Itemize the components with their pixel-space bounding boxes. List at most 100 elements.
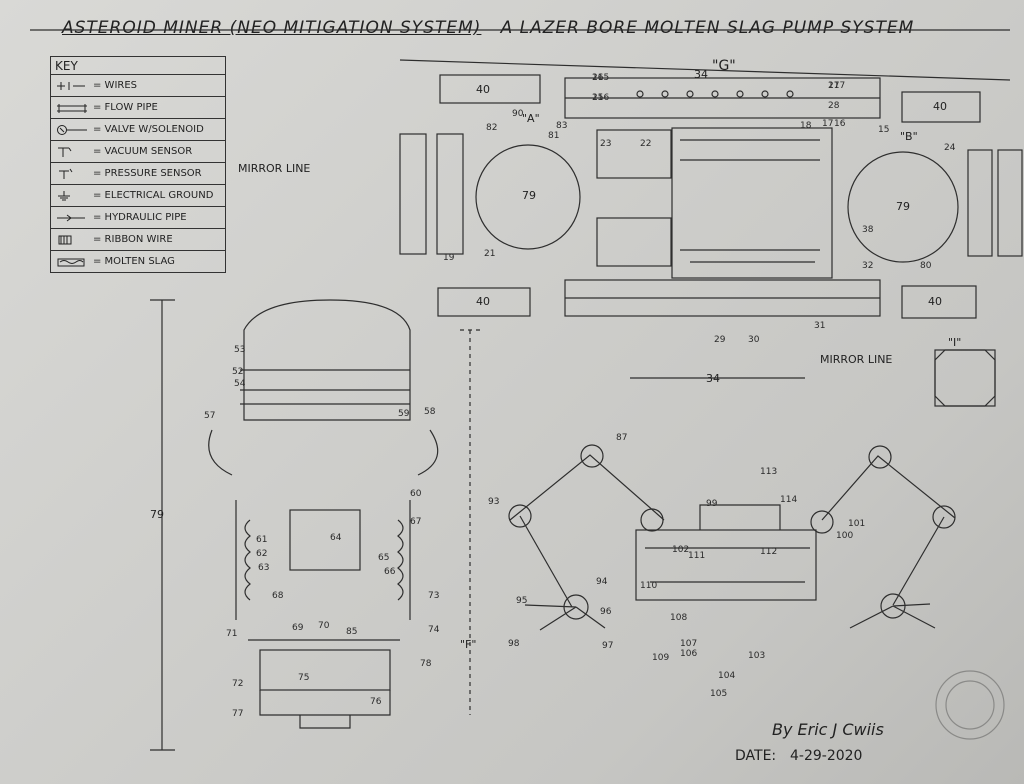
side-panel-r2 xyxy=(997,149,1023,257)
pressure-sensor-icon xyxy=(59,168,73,179)
part-number-97: 97 xyxy=(602,641,613,651)
part-number-98: 98 xyxy=(508,639,520,649)
part-number-68: 68 xyxy=(272,591,284,601)
part-number-70: 70 xyxy=(318,621,330,631)
part-number-59: 59 xyxy=(398,409,410,419)
legend-label: = RIBBON WIRE xyxy=(93,234,173,245)
part-number-63: 63 xyxy=(258,563,269,573)
legend-label: = HYDRAULIC PIPE xyxy=(93,212,187,223)
part-number-29: 29 xyxy=(714,335,726,345)
part-number-111: 111 xyxy=(688,551,705,561)
robotic-arm-right xyxy=(810,445,956,629)
side-panel-r1 xyxy=(967,149,993,257)
date-label: DATE: xyxy=(735,748,777,764)
legend-item-valve: = VALVE W/SOLENOID xyxy=(51,119,225,141)
legend-item-slag: = MOLTEN SLAG xyxy=(51,251,225,272)
part-number-67: 67 xyxy=(410,517,421,527)
box-40-top-left xyxy=(439,74,541,104)
side-panel-l2 xyxy=(436,133,464,255)
box-40-label: 40 xyxy=(933,100,947,113)
part-number-96: 96 xyxy=(600,607,612,617)
title-part-2: A LAZER BORE MOLTEN SLAG PUMP SYSTEM xyxy=(500,18,915,38)
view-a-label: "A" xyxy=(522,112,540,125)
view-b-label: "B" xyxy=(900,130,918,143)
part-number-64: 64 xyxy=(330,533,342,543)
part-79-label: 79 xyxy=(522,189,536,202)
part-number-93: 93 xyxy=(488,497,499,507)
part-number-60: 60 xyxy=(410,489,422,499)
part-number-83: 83 xyxy=(556,121,567,131)
legend-label: = PRESSURE SENSOR xyxy=(93,168,202,179)
legend-label: = FLOW PIPE xyxy=(93,102,158,113)
part-number-71: 71 xyxy=(226,629,237,639)
dimension-79-line xyxy=(150,299,175,751)
side-panel-l1 xyxy=(399,133,427,255)
part-number-61: 61 xyxy=(256,535,267,545)
view-i-label: "I" xyxy=(948,336,962,349)
part-number-31: 31 xyxy=(814,321,825,331)
date-value: 4-29-2020 xyxy=(790,748,863,764)
dimension-34-label: 34 xyxy=(706,372,720,385)
box-40-bottom-left xyxy=(437,287,531,317)
part-number-94: 94 xyxy=(596,577,608,587)
part-number-102: 102 xyxy=(672,545,689,555)
mirror-line-label-1: MIRROR LINE xyxy=(238,162,311,175)
part-number-15: 15 xyxy=(878,125,889,135)
ground-icon xyxy=(58,190,70,200)
part-number-82: 82 xyxy=(486,123,497,133)
part-number-95: 95 xyxy=(516,596,527,606)
box-40-bottom-right xyxy=(901,285,977,319)
legend-item-ribbon: = RIBBON WIRE xyxy=(51,229,225,251)
part-number-87: 87 xyxy=(616,433,627,443)
part-number-26: 26 xyxy=(592,73,604,83)
part-number-30: 30 xyxy=(748,335,760,345)
stamp-seal xyxy=(935,670,1005,740)
part-number-101: 101 xyxy=(848,519,865,529)
view-g-label: "G" xyxy=(712,58,736,74)
block-23-22-top xyxy=(596,129,672,179)
part-number-28: 28 xyxy=(828,101,840,111)
part-number-107: 107 xyxy=(680,639,697,649)
part-number-103: 103 xyxy=(748,651,765,661)
part-number-115: 115 xyxy=(592,73,609,83)
part-number-99: 99 xyxy=(706,499,718,509)
part-number-90: 90 xyxy=(512,109,524,119)
part-number-18: 18 xyxy=(800,121,812,131)
part-number-81: 81 xyxy=(548,131,559,141)
part-number-25: 25 xyxy=(592,93,603,103)
legend-item-pressure: = PRESSURE SENSOR xyxy=(51,163,225,185)
legend-label: = ELECTRICAL GROUND xyxy=(93,190,214,201)
part-number-80: 80 xyxy=(920,261,932,271)
part-number-114: 114 xyxy=(780,495,797,505)
part-number-19: 19 xyxy=(443,253,455,263)
side-view-assembly xyxy=(208,299,439,729)
part-number-117: 117 xyxy=(828,81,845,91)
box-40-label: 40 xyxy=(928,295,942,308)
legend-item-hydraulic: = HYDRAULIC PIPE xyxy=(51,207,225,229)
part-number-116: 116 xyxy=(592,93,609,103)
part-number-108: 108 xyxy=(670,613,687,623)
part-number-73: 73 xyxy=(428,591,439,601)
robotic-arm-left xyxy=(508,444,665,631)
part-number-113: 113 xyxy=(760,467,777,477)
part-number-57: 57 xyxy=(204,411,215,421)
box-40-label: 40 xyxy=(476,295,490,308)
legend-item-ground: = ELECTRICAL GROUND xyxy=(51,185,225,207)
block-23-22-bottom xyxy=(596,217,672,267)
part-number-17: 17 xyxy=(822,119,833,129)
octagon-detail-i xyxy=(934,349,996,407)
part-number-52: 52 xyxy=(232,367,243,377)
part-number-16: 16 xyxy=(834,119,846,129)
hydraulic-pipe-icon xyxy=(57,214,85,221)
box-40-top-right xyxy=(901,91,981,123)
central-pump-unit xyxy=(671,127,833,279)
legend-heading: KEY xyxy=(51,57,225,75)
part-number-21: 21 xyxy=(484,249,495,259)
title-part-1: ASTEROID MINER (NEO MITIGATION SYSTEM) xyxy=(62,18,482,38)
dimension-f-label: "F" xyxy=(460,638,477,651)
part-number-58: 58 xyxy=(424,407,436,417)
molten-slag-icon xyxy=(57,258,85,266)
legend-item-flow-pipe: = FLOW PIPE xyxy=(51,97,225,119)
